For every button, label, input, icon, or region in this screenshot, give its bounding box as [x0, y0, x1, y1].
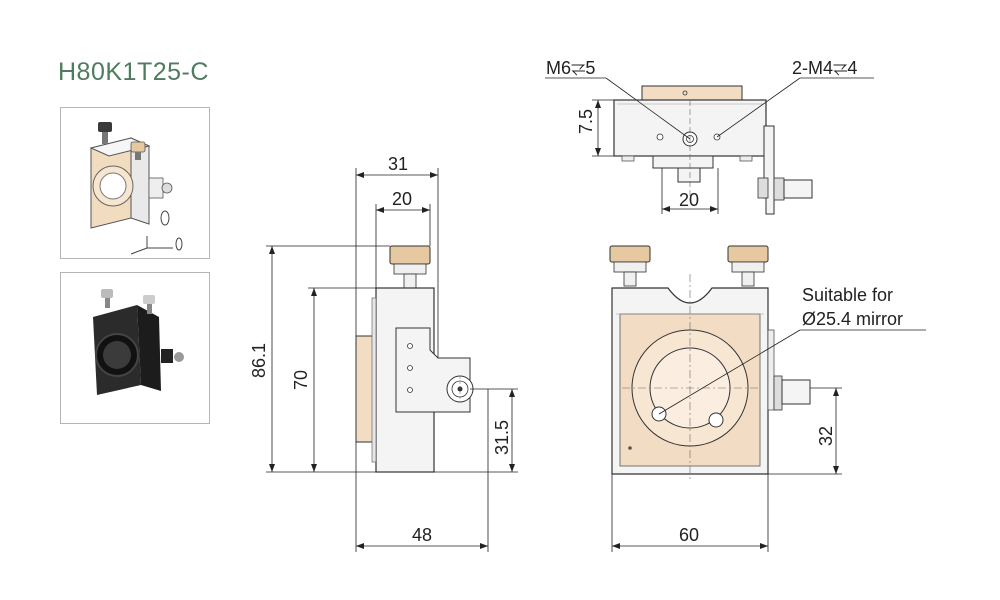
side-70-label: 70 [291, 370, 311, 390]
front-60-label: 60 [679, 525, 699, 545]
isometric-illustration [89, 122, 183, 255]
note-line-2: Ø25.4 mirror [802, 309, 903, 329]
product-photo [93, 289, 184, 395]
top-view: M6⥩5 2-M4⥩4 7.5 20 [545, 58, 874, 215]
side-view: 31 20 86.1 70 3 [249, 154, 518, 552]
side-86-label: 86.1 [249, 343, 269, 378]
top-depth-label: 7.5 [576, 109, 596, 134]
front-32-label: 32 [816, 426, 836, 446]
isometric-thumbnail [60, 107, 210, 259]
side-31-5-label: 31.5 [492, 420, 512, 455]
model-title: H80K1T25-C [58, 58, 209, 86]
side-48-label: 48 [412, 525, 432, 545]
top-m4-label: 2-M4⥩4 [792, 58, 857, 78]
front-view: Suitable for Ø25.4 mirror 32 60 [609, 245, 926, 552]
top-mirror-plate [641, 85, 743, 101]
note-line-1: Suitable for [802, 285, 893, 305]
top-width-label: 20 [679, 190, 699, 210]
top-m6-label: M6⥩5 [546, 58, 595, 78]
side-31-label: 31 [388, 154, 408, 174]
product-photo-thumbnail [60, 272, 210, 424]
side-20-label: 20 [392, 189, 412, 209]
